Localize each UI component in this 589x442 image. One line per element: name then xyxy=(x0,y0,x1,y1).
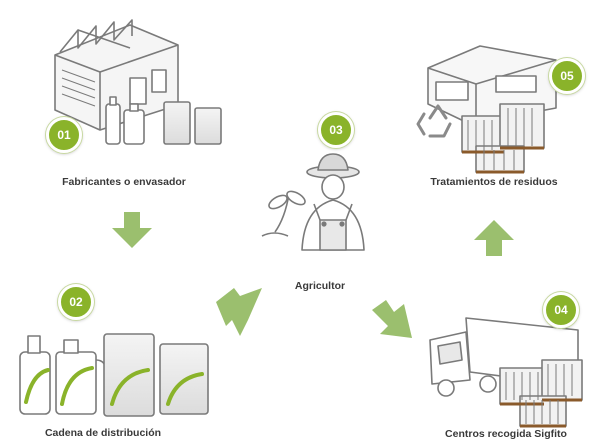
arrow-02-to-03 xyxy=(216,288,262,336)
step-badge-02: 02 xyxy=(58,284,94,320)
step-label-01: Fabricantes o envasador xyxy=(62,176,186,188)
arrow-down-01-02 xyxy=(112,212,152,248)
step-label-04: Centros recogida Sigfito xyxy=(445,428,567,440)
factory-icon xyxy=(54,19,222,145)
step-label-02: Cadena de distribución xyxy=(44,427,162,439)
arrow-up-04-05 xyxy=(474,220,514,256)
arrow-03-to-04 xyxy=(372,300,412,338)
containers-icon xyxy=(19,333,209,417)
step-label-05: Tratamientos de residuos xyxy=(430,176,558,188)
step-label-03: Agricultor xyxy=(294,280,346,292)
step-badge-04: 04 xyxy=(543,292,579,328)
step-badge-01: 01 xyxy=(46,117,82,153)
step-badge-03: 03 xyxy=(318,112,354,148)
truck-icon xyxy=(429,317,583,428)
step-badge-05: 05 xyxy=(549,58,585,94)
farmer-icon xyxy=(261,153,365,251)
warehouse-recycling-icon xyxy=(416,45,557,174)
